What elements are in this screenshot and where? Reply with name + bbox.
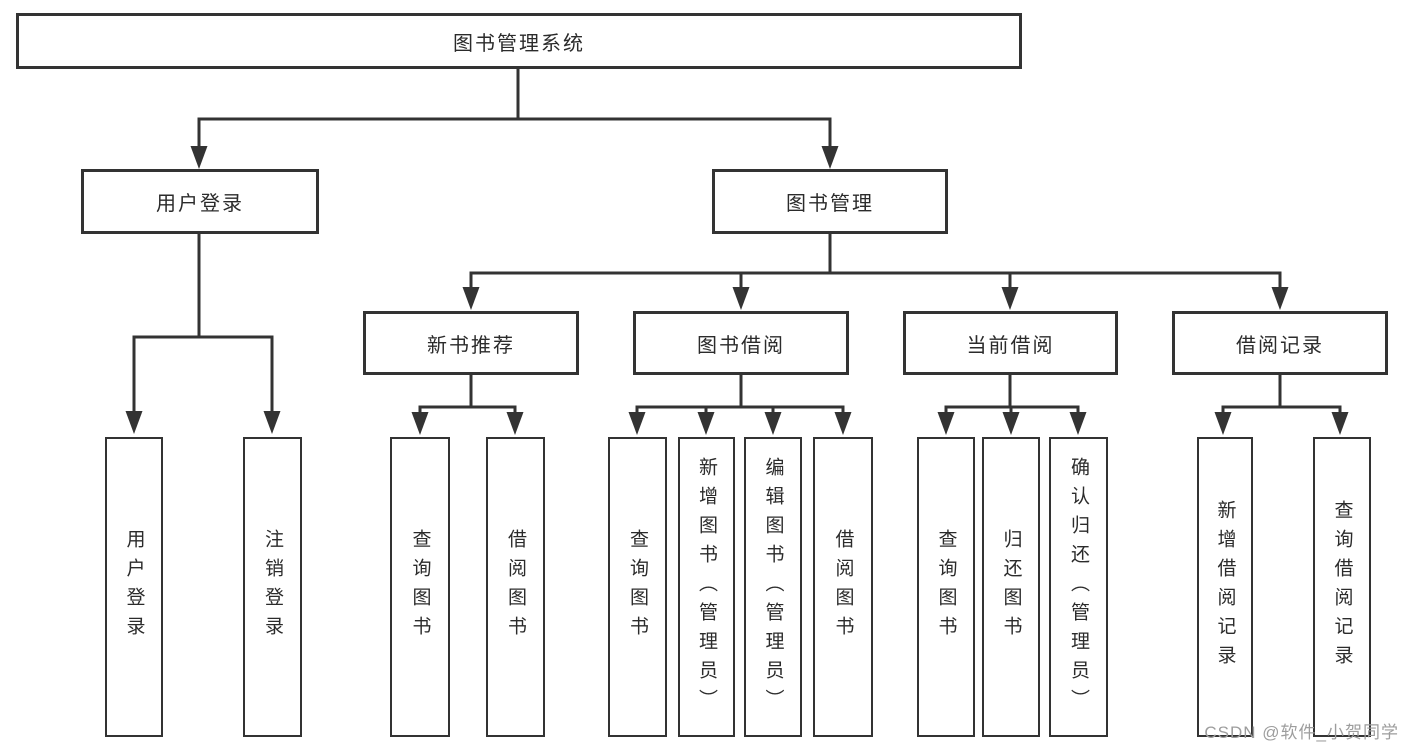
node-book-management-label: 图书管理 bbox=[786, 193, 874, 215]
node-book-borrow: 图书借阅 bbox=[633, 311, 849, 375]
leaf-label: 查询借阅记录 bbox=[1331, 500, 1353, 674]
node-current-borrow: 当前借阅 bbox=[903, 311, 1118, 375]
node-user-login: 用户登录 bbox=[81, 169, 319, 234]
node-new-book-recommend-label: 新书推荐 bbox=[427, 334, 515, 357]
leaf-recommend-query-books: 查询图书 bbox=[390, 437, 450, 737]
node-borrow-records: 借阅记录 bbox=[1172, 311, 1388, 375]
leaf-logout-label: 注销登录 bbox=[262, 529, 283, 645]
leaf-borrow-query-books: 查询图书 bbox=[608, 437, 667, 737]
leaf-logout: 注销登录 bbox=[243, 437, 302, 737]
leaf-label: 编辑图书（管理员） bbox=[762, 456, 784, 718]
leaf-user-login: 用户登录 bbox=[105, 437, 163, 737]
leaf-current-query-books: 查询图书 bbox=[917, 437, 975, 737]
leaf-label: 新增图书（管理员） bbox=[696, 456, 717, 718]
node-root-system: 图书管理系统 bbox=[16, 13, 1022, 69]
leaf-add-borrow-record: 新增借阅记录 bbox=[1197, 437, 1253, 737]
leaf-add-books-admin: 新增图书（管理员） bbox=[678, 437, 735, 737]
leaf-borrow-books: 借阅图书 bbox=[813, 437, 873, 737]
leaf-query-borrow-record: 查询借阅记录 bbox=[1313, 437, 1371, 737]
node-new-book-recommend: 新书推荐 bbox=[363, 311, 579, 375]
leaf-confirm-return-admin: 确认归还（管理员） bbox=[1049, 437, 1108, 737]
leaf-label: 查询图书 bbox=[935, 529, 957, 645]
watermark-text: CSDN @软件_小贺同学 bbox=[1204, 723, 1399, 742]
node-root-label: 图书管理系统 bbox=[453, 32, 585, 55]
leaf-label: 归还图书 bbox=[1000, 529, 1022, 645]
leaf-label: 借阅图书 bbox=[505, 529, 526, 645]
leaf-label: 查询图书 bbox=[409, 529, 431, 645]
node-user-login-label: 用户登录 bbox=[156, 193, 244, 215]
leaf-label: 借阅图书 bbox=[832, 529, 854, 645]
node-current-borrow-label: 当前借阅 bbox=[966, 334, 1055, 357]
leaf-label: 确认归还（管理员） bbox=[1068, 456, 1089, 718]
arrow-down-icons bbox=[125, 146, 1349, 435]
node-book-management: 图书管理 bbox=[712, 169, 948, 234]
leaf-label: 新增借阅记录 bbox=[1214, 500, 1236, 674]
leaf-return-books: 归还图书 bbox=[982, 437, 1040, 737]
leaf-recommend-borrow-books: 借阅图书 bbox=[486, 437, 545, 737]
leaf-user-login-label: 用户登录 bbox=[123, 529, 145, 645]
node-book-borrow-label: 图书借阅 bbox=[697, 334, 785, 357]
leaf-label: 查询图书 bbox=[627, 529, 648, 645]
node-borrow-records-label: 借阅记录 bbox=[1236, 334, 1324, 357]
leaf-edit-books-admin: 编辑图书（管理员） bbox=[744, 437, 802, 737]
